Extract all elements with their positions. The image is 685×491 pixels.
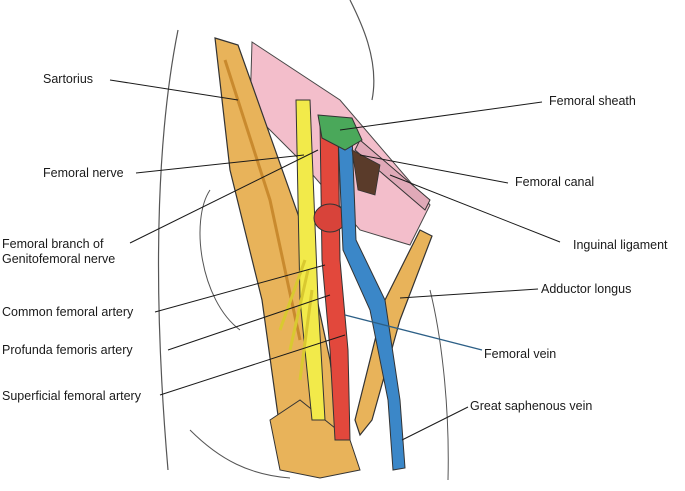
leader-profunda-femoris: [167, 294, 331, 351]
leader-femoral-vein: [344, 314, 483, 351]
leader-femoral-nerve: [135, 154, 305, 174]
leader-lines: [109, 79, 561, 441]
femoral-artery-drawn: [319, 119, 351, 441]
leader-femoral-branch: [129, 149, 319, 244]
femoral-canal-drawn: [351, 149, 381, 196]
sartorius-shade: [223, 59, 302, 341]
label-great-saphenous-vein: Great saphenous vein: [470, 399, 593, 413]
label-adductor-longus: Adductor longus: [541, 282, 632, 296]
leader-adductor-longus: [399, 288, 539, 299]
femoral-vein-drawn: [337, 134, 406, 471]
label-common-femoral-artery: Common femoral artery: [2, 305, 134, 319]
thigh-outline: [157, 29, 179, 471]
leader-great-saphenous: [401, 406, 469, 441]
label-femoral-sheath: Femoral sheath: [549, 94, 636, 108]
label-superficial-femoral-artery: Superficial femoral artery: [2, 389, 141, 403]
label-sartorius: Sartorius: [43, 72, 94, 86]
label-femoral-nerve: Femoral nerve: [43, 166, 124, 180]
label-femoral-branch-genitofemoral: Femoral branch of Genitofemoral nerve: [2, 237, 116, 266]
leader-common-femoral-artery: [154, 264, 326, 313]
label-profunda-femoris-artery: Profunda femoris artery: [2, 343, 133, 357]
lower-muscle-mass: [269, 399, 361, 479]
medial-thigh-outline: [429, 289, 449, 481]
leader-sartorius: [109, 79, 239, 101]
leader-femoral-canal: [359, 154, 509, 184]
label-femoral-canal: Femoral canal: [515, 175, 595, 189]
femoral-sheath-drawn: [317, 114, 363, 151]
hip-outline: [349, 0, 375, 101]
label-femoral-vein: Femoral vein: [484, 347, 557, 361]
knee-outline: [189, 429, 291, 479]
leader-superficial-femoral: [159, 334, 346, 396]
leader-femoral-sheath: [339, 101, 543, 131]
thigh-outline-inner: [199, 189, 241, 331]
leader-inguinal-ligament: [389, 174, 561, 243]
label-inguinal-ligament: Inguinal ligament: [573, 238, 668, 252]
